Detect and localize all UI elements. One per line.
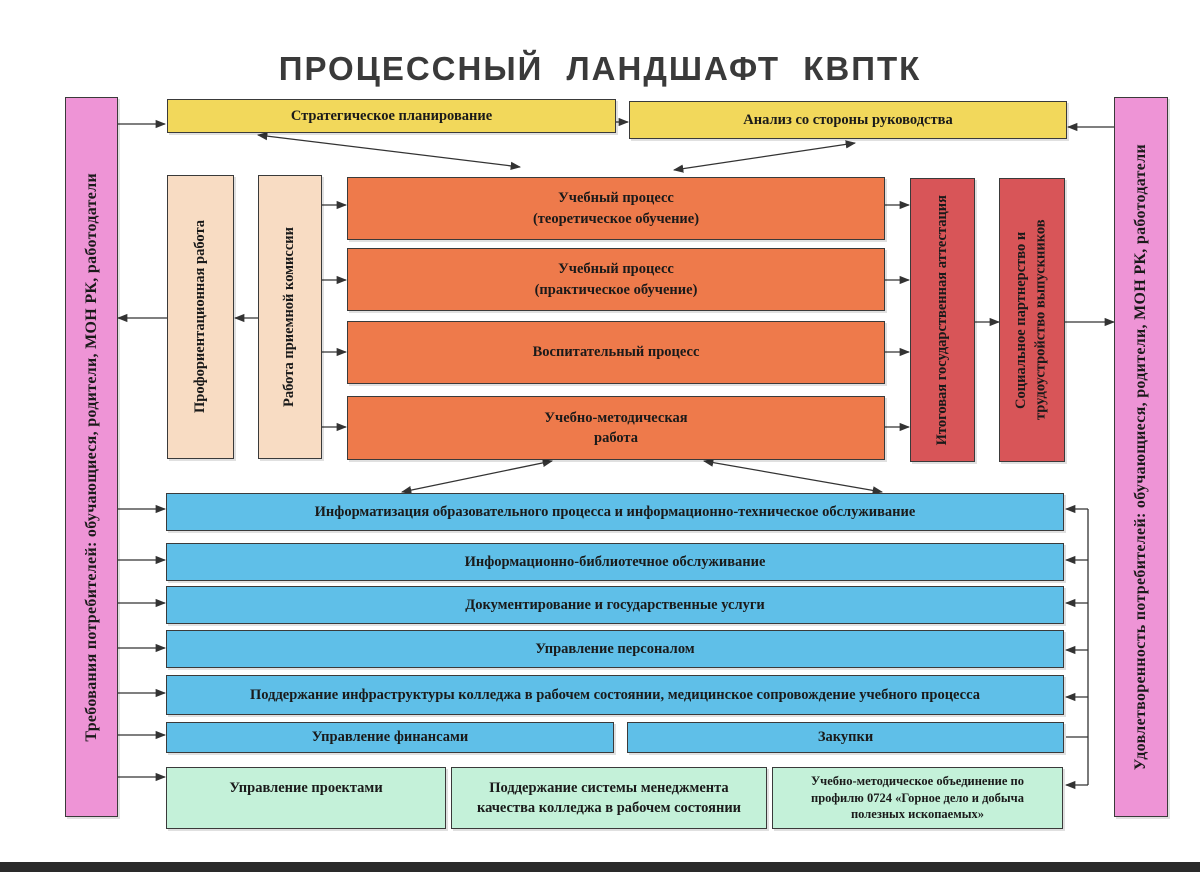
process-career-guidance: Профориентационная работа	[167, 175, 234, 459]
stakeholder-satisfaction: Удовлетворенность потребителей: обучающи…	[1114, 97, 1168, 817]
process-methodical-association-label: Учебно-методическое объединение по профи…	[810, 773, 1024, 822]
process-informatization-label: Информатизация образовательного процесса…	[314, 503, 916, 520]
stakeholder-satisfaction-label: Удовлетворенность потребителей: обучающи…	[1132, 143, 1150, 771]
process-final-attestation: Итоговая государственная аттестация	[910, 178, 975, 462]
process-personnel-label: Управление персоналом	[535, 640, 695, 657]
process-library: Информационно-библиотечное обслуживание	[166, 543, 1064, 581]
process-management-review-label: Анализ со стороны руководства	[743, 111, 953, 128]
process-infrastructure: Поддержание инфраструктуры колледжа в ра…	[166, 675, 1064, 715]
process-projects-label: Управление проектами	[229, 780, 383, 796]
process-theory-learning-label: Учебный процесс (теоретическое обучение)	[532, 190, 700, 227]
process-documentation-label: Документирование и государственные услуг…	[465, 596, 765, 613]
process-methodical-work: Учебно-методическая работа	[347, 396, 885, 460]
process-procurement-label: Закупки	[817, 729, 874, 746]
process-procurement: Закупки	[627, 722, 1064, 753]
process-strategic-planning-label: Стратегическое планирование	[290, 107, 493, 124]
process-strategic-planning: Стратегическое планирование	[167, 99, 616, 133]
process-infrastructure-label: Поддержание инфраструктуры колледжа в ра…	[250, 686, 980, 703]
process-qms: Поддержание системы менеджмента качества…	[451, 767, 767, 829]
diagram-title: ПРОЦЕССНЫЙ ЛАНДШАФТ КВПТК	[278, 50, 922, 87]
process-final-attestation-label: Итоговая государственная аттестация	[933, 194, 950, 446]
stakeholder-requirements-label: Требования потребителей: обучающиеся, ро…	[82, 172, 100, 742]
process-documentation: Документирование и государственные услуг…	[166, 586, 1064, 624]
process-methodical-work-label: Учебно-методическая работа	[544, 409, 688, 446]
scan-edge	[0, 862, 1200, 872]
process-finance-label: Управление финансами	[311, 729, 469, 746]
process-library-label: Информационно-библиотечное обслуживание	[464, 553, 766, 570]
process-qms-label: Поддержание системы менеджмента качества…	[476, 779, 742, 816]
process-personnel: Управление персоналом	[166, 630, 1064, 668]
process-finance: Управление финансами	[166, 722, 614, 753]
process-social-partnership: Социальное партнерство и трудоустройство…	[999, 178, 1065, 462]
process-management-review: Анализ со стороны руководства	[629, 101, 1067, 139]
process-upbringing-label: Воспитательный процесс	[532, 344, 700, 361]
process-practice-learning-label: Учебный процесс (практическое обучение)	[534, 261, 698, 298]
stakeholder-requirements: Требования потребителей: обучающиеся, ро…	[65, 97, 118, 817]
process-practice-learning: Учебный процесс (практическое обучение)	[347, 248, 885, 311]
process-social-partnership-label: Социальное партнерство и трудоустройство…	[1013, 219, 1049, 421]
process-upbringing: Воспитательный процесс	[347, 321, 885, 384]
process-career-guidance-label: Профориентационная работа	[191, 220, 208, 414]
process-theory-learning: Учебный процесс (теоретическое обучение)	[347, 177, 885, 240]
process-methodical-association: Учебно-методическое объединение по профи…	[772, 767, 1063, 829]
process-admission-label: Работа приемной комиссии	[281, 226, 298, 408]
process-projects: Управление проектами	[166, 767, 446, 829]
process-informatization: Информатизация образовательного процесса…	[166, 493, 1064, 531]
process-admission: Работа приемной комиссии	[258, 175, 322, 459]
